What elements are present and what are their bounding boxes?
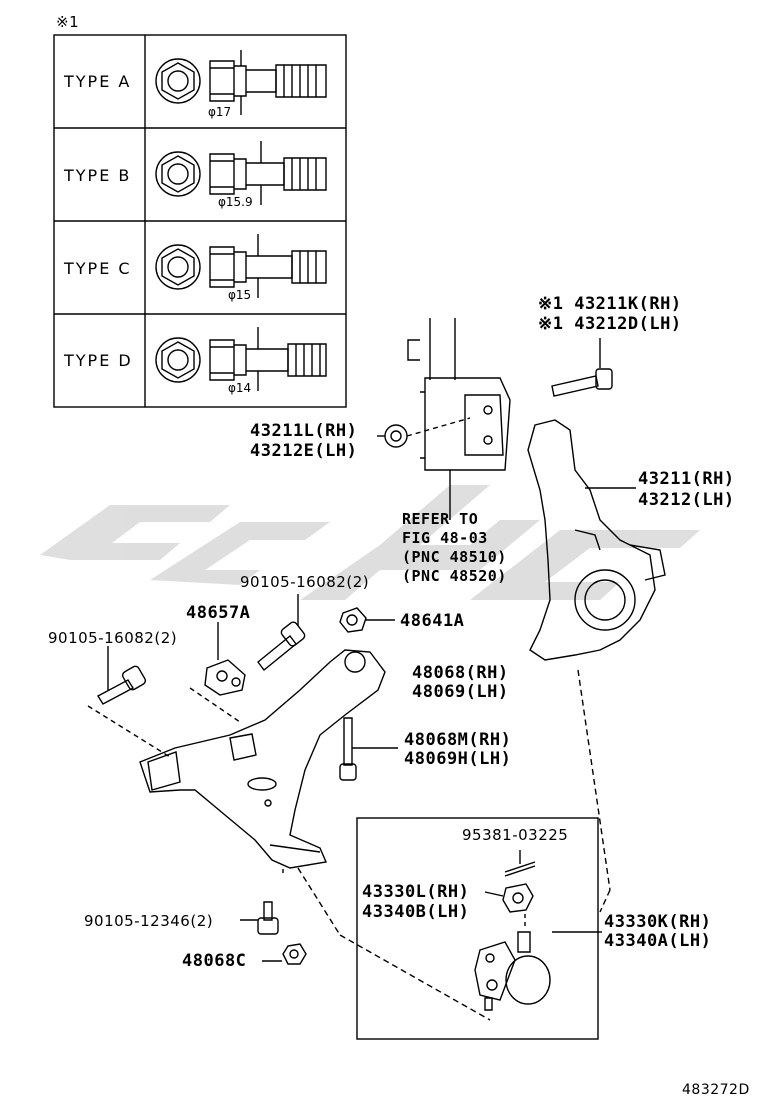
arm-bolt-upper: [257, 594, 306, 672]
part-label-nut-lh[interactable]: 43212E(LH): [250, 441, 358, 461]
steering-knuckle: [527, 419, 666, 913]
type-b-label: TYPE B: [64, 166, 132, 185]
part-label-castle-nut-lh[interactable]: 43340B(LH): [362, 902, 470, 922]
part-label-arm-rh[interactable]: 48068(RH): [412, 663, 509, 683]
figure-number: 483272D: [682, 1082, 750, 1098]
strut-nut: [377, 417, 471, 448]
part-label-bolt-90105-12346[interactable]: 90105-12346(2): [84, 912, 214, 930]
type-table: [53, 34, 347, 408]
hub-bolt-type-d: [155, 327, 327, 391]
hub-bolt-type-b: [155, 141, 327, 205]
part-label-arm-lh[interactable]: 48069(LH): [412, 682, 509, 702]
part-label-ball-joint-lh[interactable]: 43340A(LH): [604, 931, 712, 951]
part-label-48068c[interactable]: 48068C: [182, 951, 247, 971]
part-label-knuckle-lh[interactable]: 43212(LH): [638, 490, 735, 510]
refer-line-1: REFER TO: [402, 510, 479, 528]
type-c-dimension: φ15: [228, 288, 252, 302]
ball-joint: [474, 931, 602, 1011]
ball-joint-detail-box: [297, 817, 599, 1040]
type-c-label: TYPE C: [64, 259, 132, 278]
arm-ball-bolt: [339, 717, 398, 781]
part-label-nut-rh[interactable]: 43211L(RH): [250, 421, 358, 441]
part-label-bolt-lh[interactable]: ※1 43212D(LH): [538, 314, 682, 334]
part-label-arm-bolt-rh[interactable]: 48068M(RH): [404, 730, 512, 750]
type-d-dimension: φ14: [228, 381, 252, 395]
note-mark: ※1: [56, 13, 80, 31]
refer-line-2[interactable]: FIG 48-03: [402, 529, 488, 547]
part-label-castle-nut-rh[interactable]: 43330L(RH): [362, 882, 470, 902]
arm-bolt-nut: [262, 943, 307, 965]
lower-control-arm: [139, 649, 386, 875]
arm-bolt-bottom: [240, 901, 279, 935]
arm-bolt-left: [87, 646, 171, 758]
part-label-ball-joint-rh[interactable]: 43330K(RH): [604, 912, 712, 932]
part-label-bolt-90105-16082-top[interactable]: 90105-16082(2): [240, 573, 370, 591]
stopper: [189, 622, 246, 723]
part-label-arm-bolt-lh[interactable]: 48069H(LH): [404, 749, 512, 769]
type-d-label: TYPE D: [64, 351, 133, 370]
type-a-dimension: φ17: [208, 105, 232, 119]
cotter-pin: [504, 850, 536, 877]
part-label-48641a[interactable]: 48641A: [400, 611, 465, 631]
part-label-cotter-pin[interactable]: 95381-03225: [462, 826, 569, 844]
part-label-48657a[interactable]: 48657A: [186, 603, 251, 623]
part-label-bolt-rh[interactable]: ※1 43211K(RH): [538, 294, 682, 314]
hub-bolt-type-c: [155, 234, 327, 298]
part-label-knuckle-rh[interactable]: 43211(RH): [638, 469, 735, 489]
arm-nut: [339, 607, 395, 633]
refer-line-3[interactable]: (PNC 48510): [402, 548, 507, 566]
strut-bracket: [407, 318, 511, 520]
hub-bolt-type-a: [155, 50, 327, 115]
watermark-logo: [40, 485, 700, 600]
part-label-bolt-90105-16082-left[interactable]: 90105-16082(2): [48, 629, 178, 647]
type-a-label: TYPE A: [64, 72, 132, 91]
castle-nut: [484, 883, 534, 930]
knuckle-bolt: [551, 338, 613, 397]
type-b-dimension: φ15.9: [218, 195, 253, 209]
refer-line-4[interactable]: (PNC 48520): [402, 567, 507, 585]
